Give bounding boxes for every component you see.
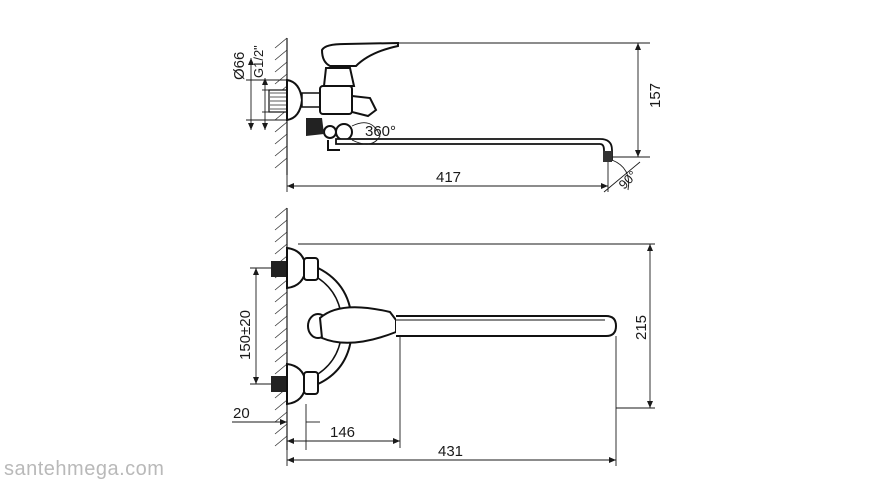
dim-center-distance-label: 150±20 [237, 310, 254, 360]
top-view: 360° Ø66 G1/2" 157 417 90° [231, 37, 664, 193]
dim-length-top-label: 417 [436, 169, 461, 186]
spout-front [396, 315, 618, 337]
angle-arc [611, 159, 630, 191]
dim-diameter-label: Ø66 [231, 52, 248, 80]
dim-length-front-label: 431 [438, 443, 463, 460]
dim-angle-label: 90° [616, 168, 641, 193]
mixer-body-top [306, 41, 399, 151]
dim-handle-label: 146 [330, 424, 355, 441]
front-view: 150±20 215 20 146 431 [232, 207, 655, 466]
dim-thread-label: G1/2" [251, 45, 266, 78]
watermark: santehmega.com [4, 458, 165, 480]
dim-height-front-label: 215 [633, 315, 650, 340]
mixer-body-front [307, 267, 397, 385]
rotation-arc [351, 122, 381, 145]
wall-front [274, 207, 288, 450]
wall-flange-top [268, 78, 321, 122]
dim-offset-label: 20 [233, 405, 250, 422]
dim-rotation-label: 360° [365, 123, 396, 140]
dim-height-top-label: 157 [647, 83, 664, 108]
spout-top [335, 138, 613, 162]
